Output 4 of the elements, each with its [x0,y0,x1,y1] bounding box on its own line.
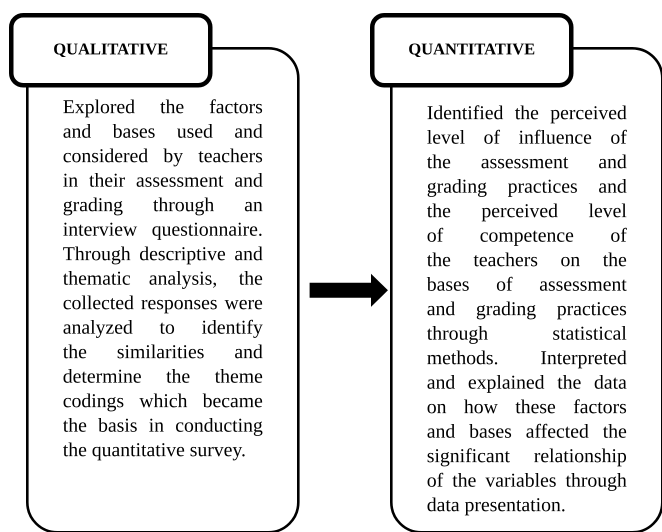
body-text: Explored the factors and bases used and considered by teachers in their assessment and grading through an interview questionnaire. Through descriptive and thematic analysis, the collected responses were analyzed to identify the similarities and determine the theme codings which became the basis in conducting the quantitative survey. [63,99,263,460]
heading-tab: QUALITATIVE [9,13,212,88]
body-text: Identified the perceived level of influence of the assessment and grading practices and the perceived level of competence of the teachers on the bases of assessment and grading practices through statistical methods. Interpreted and explained the data on how these factors and bases affected the significant relationship of the variables through data presentation. [426,105,627,516]
heading-tab: QUANTITATIVE [370,13,574,88]
